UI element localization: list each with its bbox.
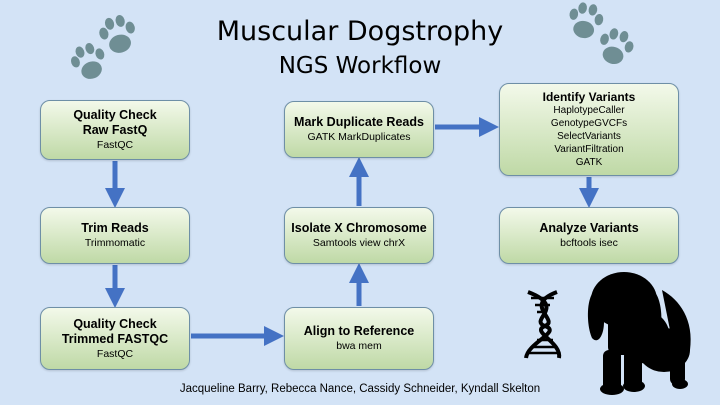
step-heading: Align to Reference — [303, 324, 415, 338]
step-heading: Identify Variants — [542, 90, 636, 104]
step-tool: GATK MarkDuplicates — [307, 131, 411, 143]
step-heading: Analyze Variants — [539, 221, 639, 235]
step-heading: Isolate X Chromosome — [291, 221, 427, 235]
step-analyze-variants: Analyze Variants bcftools isec — [499, 207, 679, 264]
step-identify-variants: Identify Variants HaplotypeCaller Genoty… — [499, 83, 679, 176]
step-align-to-reference: Align to Reference bwa mem — [284, 307, 434, 370]
dog-silhouette-icon — [587, 272, 691, 395]
step-tool: GATK — [575, 157, 603, 168]
step-tool: Trimmomatic — [84, 237, 146, 249]
step-tool: HaplotypeCaller — [553, 105, 625, 116]
step-tool: bwa mem — [336, 340, 382, 352]
step-quality-check-trimmed: Quality Check Trimmed FASTQC FastQC — [40, 307, 190, 370]
paw-print-icon — [99, 15, 135, 53]
step-tool: GenotypeGVCFs — [550, 118, 628, 129]
flow-arrows — [105, 117, 599, 346]
authors-footer: Jacqueline Barry, Rebecca Nance, Cassidy… — [179, 383, 541, 395]
step-heading: Trim Reads — [81, 221, 149, 235]
page-title: Muscular Dogstrophy — [216, 16, 504, 47]
paw-print-icon — [70, 43, 105, 79]
step-tool: VariantFiltration — [554, 144, 624, 155]
step-heading: Mark Duplicate Reads — [294, 115, 424, 129]
page-subtitle: NGS Workflow — [278, 53, 442, 79]
step-isolate-x-chromosome: Isolate X Chromosome Samtools view chrX — [284, 207, 434, 264]
step-tool: SelectVariants — [557, 131, 621, 142]
step-tool: FastQC — [96, 347, 134, 360]
step-heading: Trimmed FASTQC — [61, 331, 169, 346]
step-heading: Quality Check — [73, 108, 157, 122]
step-tool: Samtools view chrX — [312, 237, 406, 249]
paw-print-icon — [569, 2, 604, 39]
step-tool: FastQC — [96, 139, 134, 151]
step-tool: bcftools isec — [560, 237, 618, 249]
dna-helix-icon — [524, 290, 562, 359]
step-heading: Raw FastQ — [82, 123, 148, 137]
step-trim-reads: Trim Reads Trimmomatic — [40, 207, 190, 264]
step-heading: Quality Check — [73, 316, 157, 331]
step-quality-check-raw: Quality Check Raw FastQ FastQC — [40, 100, 190, 160]
paw-print-icon — [600, 28, 634, 65]
step-mark-duplicate-reads: Mark Duplicate Reads GATK MarkDuplicates — [284, 101, 434, 158]
